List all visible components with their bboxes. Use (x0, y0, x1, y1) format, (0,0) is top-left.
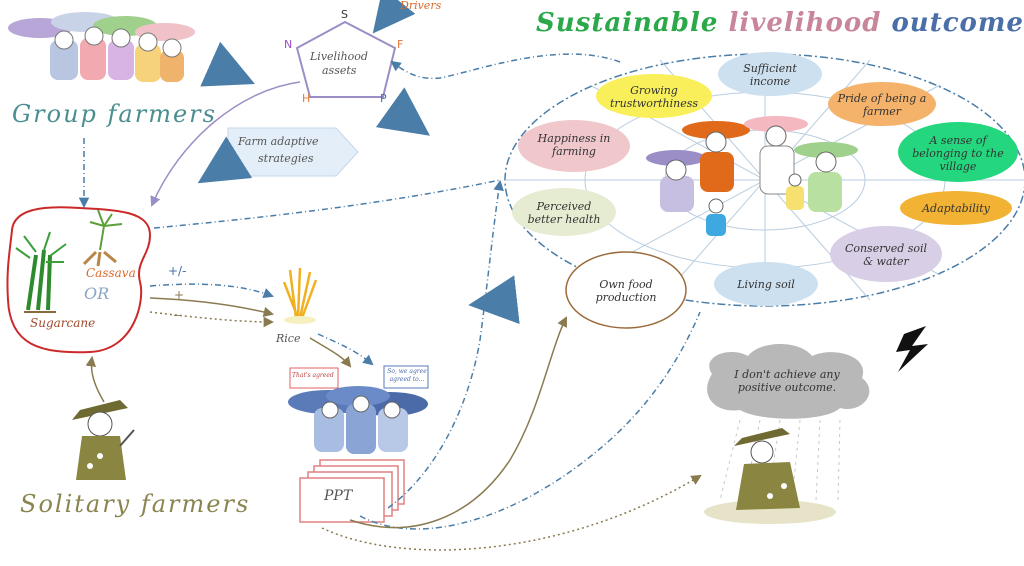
vertex-p: P (380, 92, 387, 105)
drivers-label: Drivers (400, 0, 442, 12)
bubble-own-food (565, 251, 687, 329)
outcome-growing-trust: Growing trustworthiness (609, 84, 699, 110)
bubble-growing-trust (596, 74, 712, 118)
title-word-sustainable: Sustainable (536, 8, 719, 38)
solitary-farmer-illustration (72, 400, 135, 480)
drivers-arrow (372, 0, 416, 34)
ppt-documents (299, 459, 405, 523)
rice-to-group-dashed (317, 333, 374, 366)
outcome-adaptability: Adaptability (922, 202, 990, 215)
outcome-belonging: A sense of belonging to the village (912, 134, 1004, 173)
sign-plus: + (174, 288, 185, 302)
solitary-to-crops-arrow (85, 355, 105, 403)
outcome-bubbles (512, 52, 1018, 329)
speech-right: So, we agree agreed to... (387, 368, 427, 383)
rice-plant (282, 267, 318, 324)
ppt-to-outcomes-dashdot (387, 179, 504, 509)
rice-to-group-solid (309, 337, 352, 368)
back-arrow-blue (468, 275, 520, 325)
crops-to-rice-dashdot (149, 283, 274, 298)
group-farmers-label: Group farmers (12, 100, 217, 128)
ppt-meeting-group (288, 365, 429, 454)
title-word-livelihood: livelihood (728, 8, 882, 38)
group-farmers-illustration (8, 12, 195, 82)
bubble-better-health (512, 188, 616, 236)
bubble-conserved (830, 226, 942, 282)
ppt-label: PPT (324, 488, 353, 504)
assets-to-crops-line (150, 81, 301, 207)
vertex-h: H (302, 92, 311, 105)
cassava-label: Cassava (86, 266, 136, 280)
outcome-happiness: Happiness in farming (537, 132, 611, 158)
title-word-outcomes: outcomes (891, 8, 1024, 38)
outcome-sufficient-income: Sufficient income (743, 62, 797, 88)
vertex-s: S (341, 8, 348, 21)
diagram-title: Sustainable livelihood outcomes (536, 8, 1024, 38)
sign-minus: _ (174, 302, 180, 316)
crops-to-rice-dotted (149, 311, 275, 328)
strategies-line1: Farm adaptive (238, 135, 319, 148)
livelihood-assets-pentagon (295, 20, 397, 98)
rice-label: Rice (276, 332, 301, 345)
solitary-farmers-label: Solitary farmers (20, 490, 251, 518)
outcome-own-food: Own food production (595, 278, 657, 304)
vertex-f: F (397, 38, 404, 51)
outcomes-to-assets-dashed (390, 53, 621, 80)
group-to-assets-arrow (200, 41, 255, 87)
vertex-n: N (284, 38, 293, 51)
bubble-living-soil (714, 262, 818, 306)
assets-label-line2: assets (322, 64, 357, 77)
crop-choice-box (6, 206, 152, 354)
bubble-adaptability (900, 191, 1012, 225)
sign-plus-minus: +/- (168, 264, 187, 278)
crops-to-outcomes-dashed (153, 179, 501, 229)
bubble-pride (828, 82, 936, 126)
outcome-living-soil: Living soil (737, 278, 795, 291)
outcome-better-health: Perceived better health (527, 200, 601, 226)
or-label: OR (84, 284, 110, 303)
unhappy-farmer-scene (704, 326, 928, 524)
outcome-conserved: Conserved soil & water (844, 242, 928, 268)
assets-label-line1: Livelihood (310, 50, 368, 63)
outcome-pride: Pride of being a farmer (837, 92, 927, 118)
bubble-sufficient-income (718, 52, 822, 96)
strategies-feedback-arrow (197, 136, 253, 184)
strategies-line2: strategies (258, 152, 314, 165)
sugarcane-label: Sugarcane (30, 316, 96, 330)
bubble-belonging (898, 122, 1018, 182)
strategies-forward-arrow (375, 87, 430, 136)
bubble-happiness (518, 120, 630, 172)
crops-to-rice-solid (149, 297, 275, 318)
no-outcome-text: I don't achieve any positive outcome. (734, 368, 840, 394)
ppt-to-own-food-solid (349, 316, 567, 529)
speech-left: That's agreed (292, 372, 334, 379)
